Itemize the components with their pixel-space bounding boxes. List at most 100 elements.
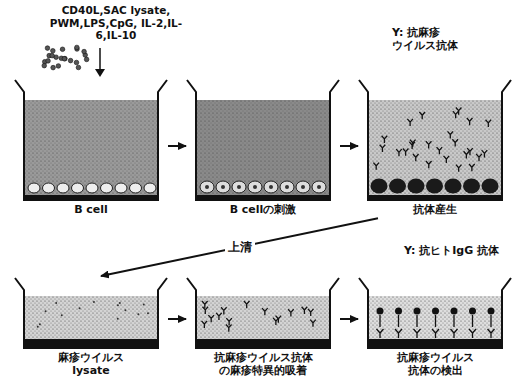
well-outline [359,278,511,348]
antibody-note: Y: 抗ヒトIgG 抗体 [404,244,504,257]
stimulus-dot [45,46,50,51]
antibody-symbol [413,154,419,161]
b-cell [296,181,310,193]
antibody-symbol [488,329,495,338]
b-cell [86,183,98,193]
well-node: 抗体産生 [360,80,510,216]
antibody-symbol [486,120,492,127]
virus-speck [124,309,126,311]
plasma-cell [408,179,425,194]
plasma-cell [463,179,480,194]
stimulus-dot [51,65,56,70]
virus-speck [39,323,41,325]
b-cell [57,183,69,193]
antibody-note: Y: 抗麻疹 ウイルス抗体 [392,26,482,52]
well-node: 麻疹ウイルス lysate [16,278,166,377]
stimulus-dot [50,53,55,58]
b-cell [144,183,156,193]
virus-speck [37,326,39,328]
antibody-symbol [448,131,454,138]
virus-speck [93,301,95,303]
well-node: B cellの刺激 [188,80,338,216]
well-outline [15,80,167,200]
flow-arrow [340,318,358,320]
b-cell [200,181,214,193]
cell-nucleus [285,185,289,189]
well-stipple [196,100,330,200]
secondary-antibody [379,315,380,327]
antibody-symbol [276,316,282,323]
antibody-symbol [373,163,379,170]
well-outline [187,278,339,348]
b-cell [115,183,127,193]
antibody-symbol [432,329,439,338]
b-cell [312,181,326,193]
virus-speck [79,307,81,309]
enzyme-label [414,308,421,315]
antibody-symbol [452,139,458,146]
antibody-symbol [451,329,458,338]
well-node: B cell [16,80,166,216]
b-cell [72,183,84,193]
plasma-cell [482,179,499,194]
b-cell [280,181,294,193]
cell-nucleus [301,185,305,189]
antibody-symbol [414,329,421,338]
antibody-symbol [444,156,450,163]
stimulus-dot [60,47,65,52]
b-cell [264,181,278,193]
b-cell [248,181,262,193]
virus-speck [117,304,119,306]
secondary-antibody [416,315,417,327]
antibody-symbol [469,329,476,338]
secondary-antibody [453,315,454,327]
virus-speck [117,318,119,320]
enzyme-label [488,308,495,315]
plasma-cell [426,179,443,194]
virus-speck [147,312,149,314]
well-stipple [24,100,158,200]
secondary-antibody [398,315,399,327]
antibody-symbol [202,301,208,308]
stimulus-list: CD40L,SAC lysate, PWM,LPS,CpG, IL-2,IL-6… [46,4,186,42]
well-caption: 麻疹ウイルス lysate [45,351,137,377]
antibody-symbol [226,318,232,325]
antibody-symbol [380,145,386,152]
stimulus-arrowhead [95,69,105,77]
stimulus-dot [84,57,89,62]
well-caption: B cellの刺激 [208,203,318,216]
antibody-symbol [469,164,475,171]
secondary-antibody [472,315,473,327]
antibody-symbol [377,329,384,338]
virus-speck [61,314,63,316]
enzyme-label [377,308,384,315]
stimulus-dot [82,49,87,54]
antibody-symbol [310,320,316,327]
antibody-symbol [410,140,416,147]
antibody-symbol [467,148,473,155]
antibody-symbol [426,141,432,148]
plasma-cell [371,179,388,194]
antibody-symbol [208,315,214,322]
flow-arrow [340,145,358,147]
edge-label: 上清 [225,240,255,254]
antibody-symbol [302,307,308,314]
b-cell [43,183,55,193]
well-liquid [24,296,158,348]
well-node: 抗麻疹ウイルス 抗体の検出 [360,278,510,377]
flow-arrow [101,218,378,276]
cell-nucleus [317,185,321,189]
plasma-cell [389,179,406,194]
well-stipple [368,100,502,200]
b-cell [101,183,113,193]
antibody-symbol [262,308,268,315]
antibody-symbol [244,301,250,308]
well-liquid [196,296,330,348]
well-outline [15,278,167,348]
well-stipple [196,296,330,348]
antibody-symbol [226,324,232,331]
plasma-cell [445,179,462,194]
virus-speck [119,302,121,304]
virus-speck [143,303,145,305]
